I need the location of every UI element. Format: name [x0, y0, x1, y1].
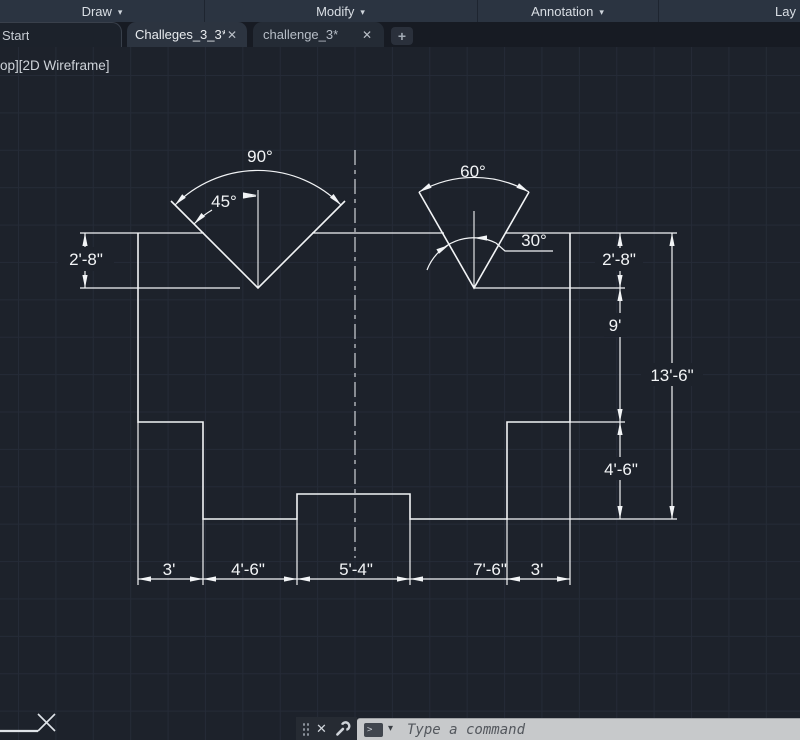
ribbon-panel-annotation-label: Annotation [531, 3, 594, 19]
chevron-down-icon: ▾ [360, 6, 365, 17]
angular-dim-60[interactable]: 60° [418, 162, 530, 193]
dim-text-right-mid[interactable]: 9' [609, 316, 622, 335]
tab-challeges-3-3-label: Challeges_3_3* [135, 27, 225, 42]
drawing-tab-bar: Start Challeges_3_3* ✕ challenge_3* ✕ + [0, 22, 800, 47]
ribbon-divider [204, 0, 205, 22]
ribbon-panel-layers-label: Lay [775, 3, 796, 19]
dim-text-overall-height[interactable]: 13'-6" [650, 366, 693, 385]
tab-challeges-3-3[interactable]: Challeges_3_3* ✕ [127, 22, 247, 47]
ribbon-bar: Draw ▾ Modify ▾ Annotation ▾ Lay [0, 0, 800, 22]
close-icon[interactable]: ✕ [361, 27, 372, 42]
linear-dim-left-height[interactable]: 2'-8" [58, 233, 114, 288]
shape-outline[interactable] [137, 191, 571, 520]
ucs-icon[interactable] [0, 713, 56, 733]
angle-reference-lines[interactable] [257, 190, 475, 288]
angular-dim-30[interactable]: 30° [426, 231, 553, 271]
ribbon-panel-modify-label: Modify [316, 3, 355, 19]
ribbon-panel-annotation[interactable]: Annotation ▾ [477, 0, 658, 22]
close-icon[interactable]: ✕ [226, 27, 237, 42]
command-bar-handle-strip: ✕ [296, 717, 357, 740]
extension-lines[interactable] [80, 232, 677, 585]
dim-text-bottom-2[interactable]: 4'-6" [231, 560, 265, 579]
dim-text-45[interactable]: 45° [211, 192, 237, 211]
ribbon-panel-layers[interactable]: Lay [775, 0, 800, 22]
tab-start[interactable]: Start [0, 22, 122, 47]
dim-text-left-height[interactable]: 2'-8" [69, 250, 103, 269]
ribbon-panel-draw-label: Draw [81, 3, 112, 19]
dim-text-right-step[interactable]: 4'-6" [604, 460, 638, 479]
command-line[interactable]: > ▾ [357, 718, 800, 740]
chevron-down-icon: ▾ [599, 6, 604, 17]
angular-dim-45[interactable]: 45° [193, 192, 257, 225]
linear-dim-bottom-chain[interactable]: 3' 4'-6" 5'-4" 7'-6" 3' [138, 560, 570, 582]
ribbon-divider [477, 0, 478, 22]
drawing-canvas[interactable]: op][2D Wireframe] [0, 47, 800, 740]
ribbon-panel-modify[interactable]: Modify ▾ [204, 0, 477, 22]
linear-dim-overall-height[interactable]: 13'-6" [641, 233, 703, 519]
close-icon[interactable]: ✕ [316, 721, 327, 736]
angular-dim-90[interactable]: 90° [174, 147, 342, 206]
tab-start-label: Start [2, 27, 30, 43]
drag-handle-icon[interactable] [301, 720, 309, 737]
command-input[interactable] [357, 719, 800, 740]
ribbon-divider [658, 0, 659, 22]
chevron-down-icon: ▾ [117, 6, 123, 17]
dim-text-bottom-5[interactable]: 3' [531, 560, 544, 579]
dim-text-90[interactable]: 90° [247, 147, 273, 166]
wrench-icon[interactable] [334, 720, 351, 737]
dim-text-30[interactable]: 30° [521, 231, 547, 250]
drawing-viewport: 90° 45° 60° 30° [0, 147, 703, 733]
linear-dim-right-chain[interactable]: 2'-8" 9' 4'-6" [595, 233, 647, 519]
tab-challenge-3-label: challenge_3* [263, 27, 339, 42]
plus-icon: + [397, 28, 407, 44]
dim-text-right-height[interactable]: 2'-8" [602, 250, 636, 269]
new-tab-button[interactable]: + [391, 27, 413, 45]
dim-text-60[interactable]: 60° [460, 162, 486, 181]
tab-challenge-3[interactable]: challenge_3* ✕ [253, 22, 384, 47]
ribbon-panel-draw[interactable]: Draw ▾ [0, 0, 204, 22]
dim-text-bottom-3[interactable]: 5'-4" [339, 560, 373, 579]
viewport-controls-label[interactable]: op][2D Wireframe] [0, 58, 110, 73]
dim-text-bottom-4[interactable]: 7'-6" [473, 560, 507, 579]
dim-text-bottom-1[interactable]: 3' [163, 560, 176, 579]
